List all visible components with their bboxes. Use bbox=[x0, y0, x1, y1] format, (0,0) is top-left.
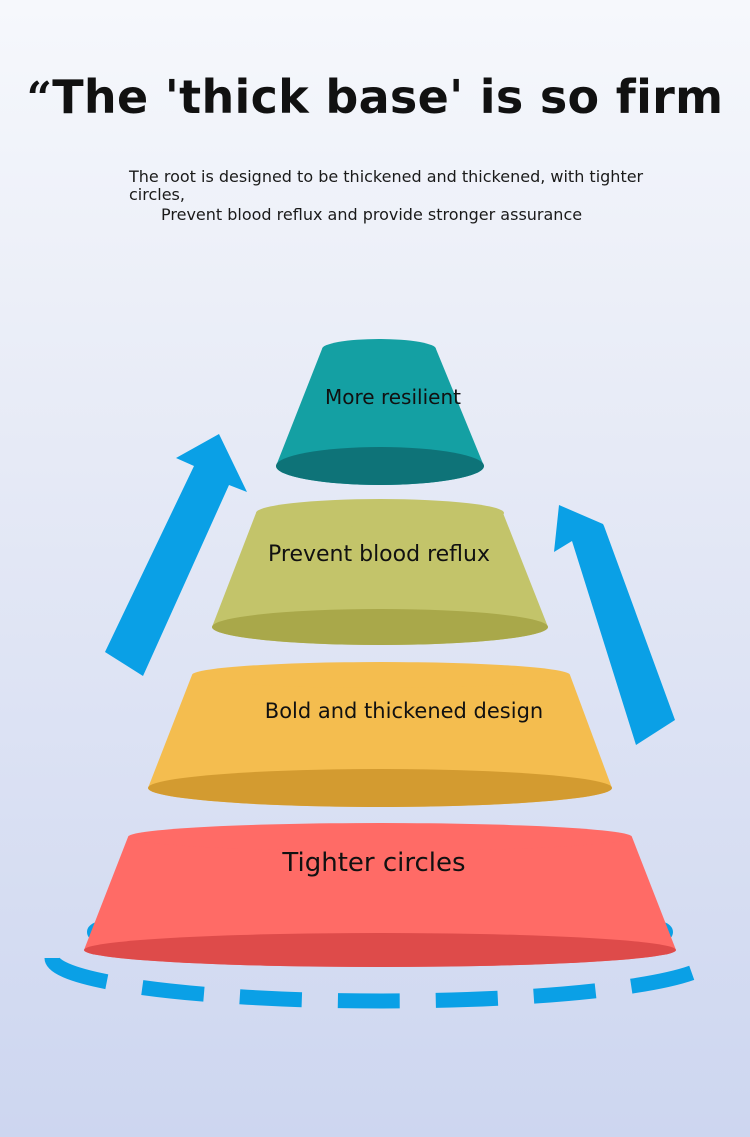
tier-2-label: Prevent blood reflux bbox=[268, 542, 490, 567]
tier-more-resilient bbox=[276, 339, 484, 485]
tier-tighter-circles bbox=[84, 823, 676, 967]
dashed-ring-front bbox=[44, 956, 720, 1009]
quote-mark: “ bbox=[26, 73, 53, 124]
tier-2-base bbox=[212, 609, 548, 645]
tier-4-label: Tighter circles bbox=[282, 848, 466, 878]
arrow-up-left-icon bbox=[105, 434, 247, 676]
tier-bold-design bbox=[148, 662, 612, 807]
tier-4-top bbox=[128, 823, 632, 851]
title-text: The 'thick base' is so firm bbox=[52, 70, 724, 124]
tier-1-top bbox=[322, 339, 436, 359]
tier-prevent-reflux bbox=[212, 499, 548, 645]
tier-4-base bbox=[84, 933, 676, 967]
tier-3-top bbox=[192, 662, 570, 688]
tier-1-label: More resilient bbox=[325, 385, 461, 409]
tier-3-label: Bold and thickened design bbox=[264, 699, 544, 723]
subtitle-line-1: The root is designed to be thickened and… bbox=[129, 167, 644, 204]
tier-3-base bbox=[148, 769, 612, 807]
tier-2-top bbox=[256, 499, 504, 527]
tier-4-body bbox=[84, 837, 676, 967]
arrow-up-right-icon bbox=[554, 505, 675, 745]
page-title: “The 'thick base' is so firm bbox=[0, 70, 750, 124]
subtitle-line-2: Prevent blood reflux and provide stronge… bbox=[161, 205, 583, 224]
tier-1-base bbox=[276, 447, 484, 485]
